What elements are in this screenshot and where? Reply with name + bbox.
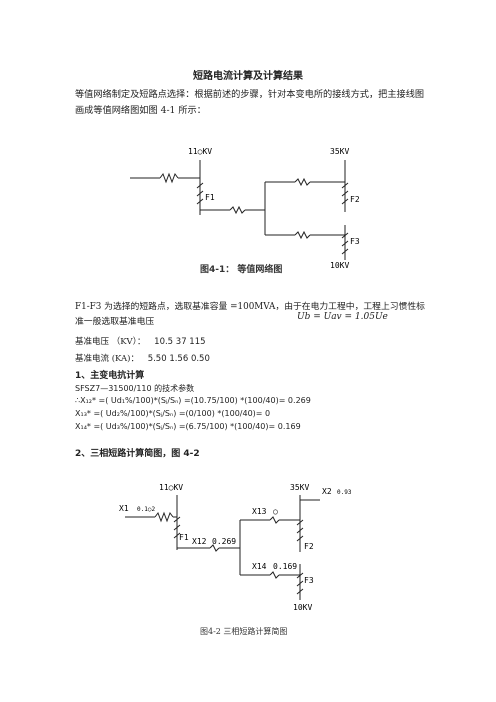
base-voltage-values: 10.5 37 115 — [154, 337, 206, 347]
fault-point-f3-2: F3 — [304, 576, 314, 585]
x2-value: 0.93 — [337, 489, 352, 496]
reactance-eq-x12: ∴X₁₂* =( Ud₁%/100)*(Sⱼ/Sₙ) =(10.75/100) … — [75, 396, 311, 405]
base-selection-paragraph: F1-F3 为选择的短路点，选取基准容量 =100MVA，由于在电力工程中，工程… — [75, 302, 425, 327]
fault-point-f1-2: F1 — [179, 533, 189, 542]
x2-label: X2 — [322, 487, 332, 496]
page-title: 短路电流计算及计算结果 — [193, 71, 303, 82]
x12-label: X12 — [192, 537, 207, 546]
fault-point-f1: F1 — [205, 193, 215, 202]
reactance-eq-x14: X₁₄* =( Ud₃%/100)*(Sⱼ/Sₙ) =(6.75/100) *(… — [75, 422, 301, 431]
bus-10kv-label-2: 10KV — [293, 603, 312, 612]
x14-label: X14 — [252, 562, 267, 571]
figure-4-1-caption: 图4-1： 等值网络图 — [200, 265, 283, 275]
x14-value: 0.169 — [273, 562, 297, 571]
reactance-eq-x13: X₁₃* =( Ud₂%/100)*(Sⱼ/Sₙ) =(0/100) *(100… — [75, 409, 271, 418]
base-voltage-label: 基准电压 （KV）： — [75, 337, 146, 347]
three-phase-fault-diagram: 11○KV 35KV 10KV X1 0.1○2 X2 0.93 F1 X12 … — [119, 483, 352, 612]
intro-paragraph: 等值网络制定及短路点选择：根据前述的步骤，针对本变电所的接线方式，把主接线图画成… — [75, 89, 425, 116]
x1-value: 0.1○2 — [137, 506, 155, 513]
bus-10kv-label: 10KV — [330, 261, 349, 270]
bus-35kv-label: 35KV — [330, 147, 349, 156]
figure-4-2-caption: 图4-2 三相短路计算简图 — [200, 627, 288, 636]
fault-point-f3: F3 — [350, 237, 360, 246]
equivalent-network-diagram: 11○KV 35KV 10KV F1 F2 F3 — [130, 147, 360, 270]
section-1-heading: 1、主变电抗计算 — [75, 371, 145, 381]
bus-110kv-label-2: 11○KV — [159, 483, 183, 492]
fault-point-f2: F2 — [350, 195, 360, 204]
base-current-values: 5.50 1.56 0.50 — [147, 354, 210, 364]
bus-110kv-label: 11○KV — [188, 147, 212, 156]
x13-value: ○ — [273, 507, 278, 516]
x12-value: 0.269 — [212, 537, 236, 546]
bus-35kv-label-2: 35KV — [290, 483, 309, 492]
fault-point-f2-2: F2 — [304, 542, 314, 551]
section-2-heading: 2、三相短路计算简图，图 4-2 — [75, 449, 200, 459]
transformer-params: SFSZ7—31500/110 的技术参数 — [75, 384, 195, 393]
base-voltage-formula: Ub = Uav = 1.05Ue — [297, 312, 388, 322]
x1-label: X1 — [119, 504, 129, 513]
base-current-row: 基准电流 (KA)： 5.50 1.56 0.50 — [75, 352, 210, 364]
base-current-label: 基准电流 (KA)： — [75, 354, 139, 364]
x13-label: X13 — [252, 507, 267, 516]
base-voltage-row: 基准电压 （KV）： 10.5 37 115 — [75, 335, 206, 347]
